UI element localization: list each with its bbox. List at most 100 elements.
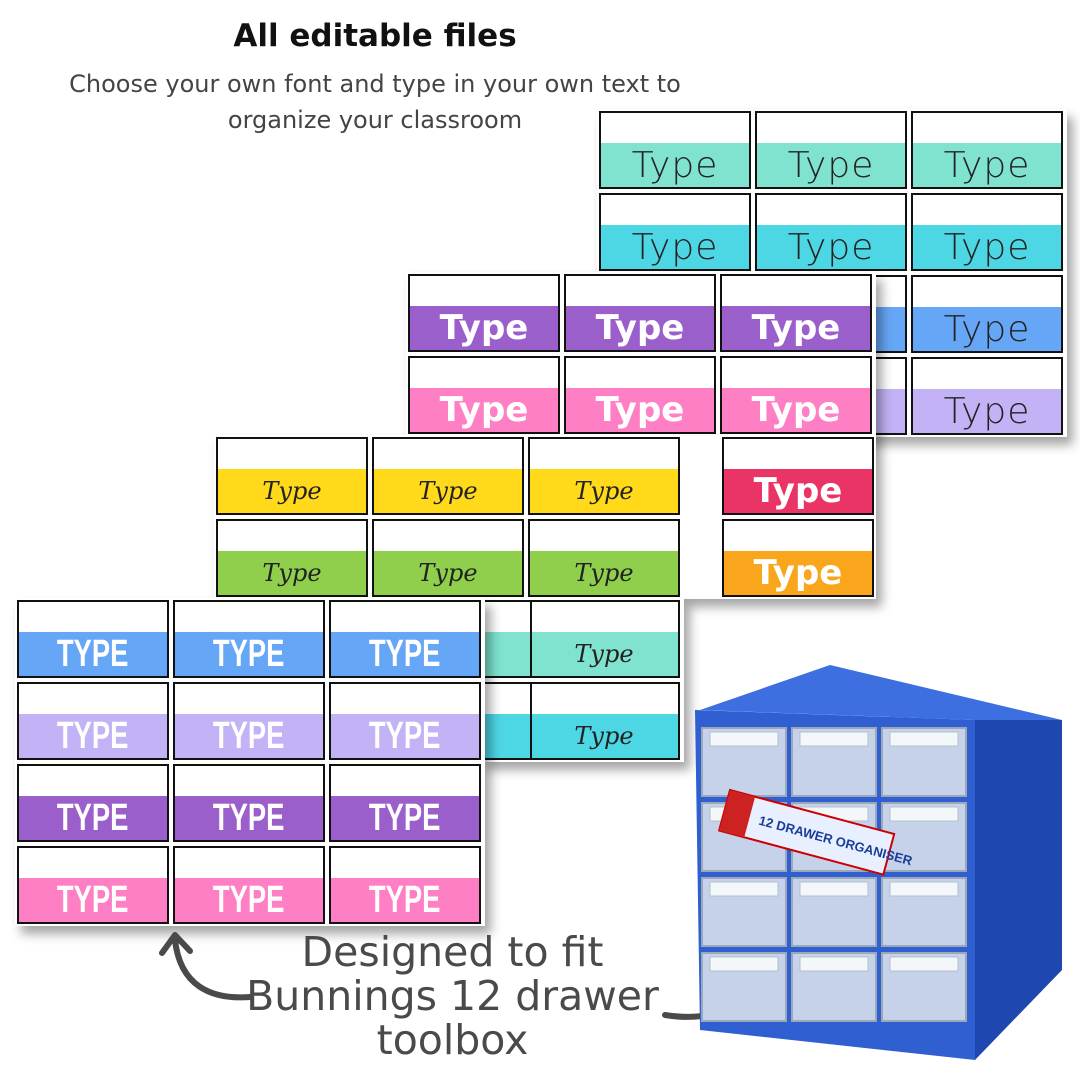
label-card: Type: [911, 357, 1063, 435]
label-card: Type: [372, 437, 524, 515]
label-text: Type: [631, 226, 719, 268]
label-band: Type: [374, 551, 522, 595]
label-card: Type: [564, 356, 716, 434]
label-card: TYPE: [329, 682, 481, 760]
label-card: TYPE: [173, 600, 325, 678]
label-band: Type: [757, 143, 905, 187]
label-text: TYPE: [369, 878, 441, 921]
drawer-handle: [889, 881, 959, 897]
drawer-handle: [799, 881, 869, 897]
left-arrow-icon: [159, 932, 253, 1001]
label-text: Type: [753, 553, 843, 593]
label-band: Type: [913, 143, 1061, 187]
label-text: Type: [418, 477, 478, 505]
label-text: Type: [943, 308, 1031, 350]
label-band: TYPE: [331, 796, 479, 840]
drawer-handle: [799, 731, 869, 747]
label-text: Type: [943, 226, 1031, 268]
subtitle-line-1: Choose your own font and type in your ow…: [69, 70, 681, 98]
label-band: Type: [724, 469, 872, 513]
label-card: Type: [528, 600, 680, 678]
label-band: TYPE: [19, 714, 167, 758]
label-band: Type: [530, 469, 678, 513]
label-card: Type: [755, 111, 907, 189]
label-band: Type: [566, 388, 714, 432]
drawer-handle: [709, 731, 779, 747]
label-card: Type: [911, 193, 1063, 271]
drawer-toolbox-image: 12 DRAWER ORGANISER: [695, 665, 1062, 1060]
label-text: TYPE: [57, 878, 129, 921]
label-text: Type: [574, 477, 634, 505]
label-band: TYPE: [19, 632, 167, 676]
label-text: TYPE: [57, 632, 129, 675]
caption: Designed to fit Bunnings 12 drawer toolb…: [200, 930, 705, 1062]
label-band: TYPE: [19, 878, 167, 922]
label-card: TYPE: [173, 846, 325, 924]
label-card: Type: [911, 111, 1063, 189]
label-card: Type: [216, 437, 368, 515]
drawer-handle: [709, 881, 779, 897]
label-card: Type: [720, 356, 872, 434]
label-text: Type: [574, 559, 634, 587]
label-card: TYPE: [329, 600, 481, 678]
label-text: TYPE: [369, 714, 441, 757]
label-text: Type: [262, 477, 322, 505]
label-band: Type: [913, 307, 1061, 351]
label-text: Type: [943, 144, 1031, 186]
label-band: Type: [601, 225, 749, 269]
label-card: Type: [599, 111, 751, 189]
label-text: Type: [262, 559, 322, 587]
label-text: TYPE: [213, 632, 285, 675]
label-text: Type: [787, 144, 875, 186]
label-text: Type: [439, 308, 529, 348]
label-band: TYPE: [331, 632, 479, 676]
label-card: TYPE: [173, 764, 325, 842]
label-text: Type: [751, 308, 841, 348]
label-band: TYPE: [175, 796, 323, 840]
drawer-handle: [889, 806, 959, 822]
label-card: TYPE: [17, 846, 169, 924]
caption-line-2: Bunnings 12 drawer: [246, 972, 659, 1020]
drawers: [701, 727, 967, 1022]
label-band: Type: [530, 551, 678, 595]
label-card: Type: [216, 519, 368, 597]
label-text: Type: [574, 640, 634, 668]
drawer-handle: [799, 956, 869, 972]
label-text: TYPE: [213, 878, 285, 921]
label-text: Type: [595, 390, 685, 430]
label-band: Type: [530, 714, 678, 758]
caption-line-1: Designed to fit: [301, 928, 604, 976]
label-card: Type: [372, 519, 524, 597]
page-subtitle: Choose your own font and type in your ow…: [0, 66, 750, 138]
label-band: Type: [722, 388, 870, 432]
subtitle-line-2: organize your classroom: [227, 106, 523, 134]
label-band: TYPE: [175, 632, 323, 676]
label-band: TYPE: [175, 714, 323, 758]
label-text: TYPE: [369, 632, 441, 675]
label-band: Type: [374, 469, 522, 513]
label-card: TYPE: [173, 682, 325, 760]
label-card: Type: [528, 437, 680, 515]
label-card: Type: [755, 193, 907, 271]
label-text: Type: [753, 471, 843, 511]
label-text: Type: [631, 144, 719, 186]
label-text: TYPE: [213, 796, 285, 839]
label-text: Type: [574, 722, 634, 750]
label-card: TYPE: [329, 846, 481, 924]
label-band: Type: [218, 469, 366, 513]
label-card: Type: [599, 193, 751, 271]
label-text: Type: [439, 390, 529, 430]
label-band: Type: [913, 389, 1061, 433]
label-text: Type: [595, 308, 685, 348]
label-card: TYPE: [17, 764, 169, 842]
label-card: TYPE: [329, 764, 481, 842]
label-band: Type: [757, 225, 905, 269]
label-card: Type: [408, 274, 560, 352]
label-card: Type: [911, 275, 1063, 353]
drawer-handle: [889, 956, 959, 972]
label-band: Type: [218, 551, 366, 595]
label-text: Type: [751, 390, 841, 430]
drawer-handle: [709, 956, 779, 972]
